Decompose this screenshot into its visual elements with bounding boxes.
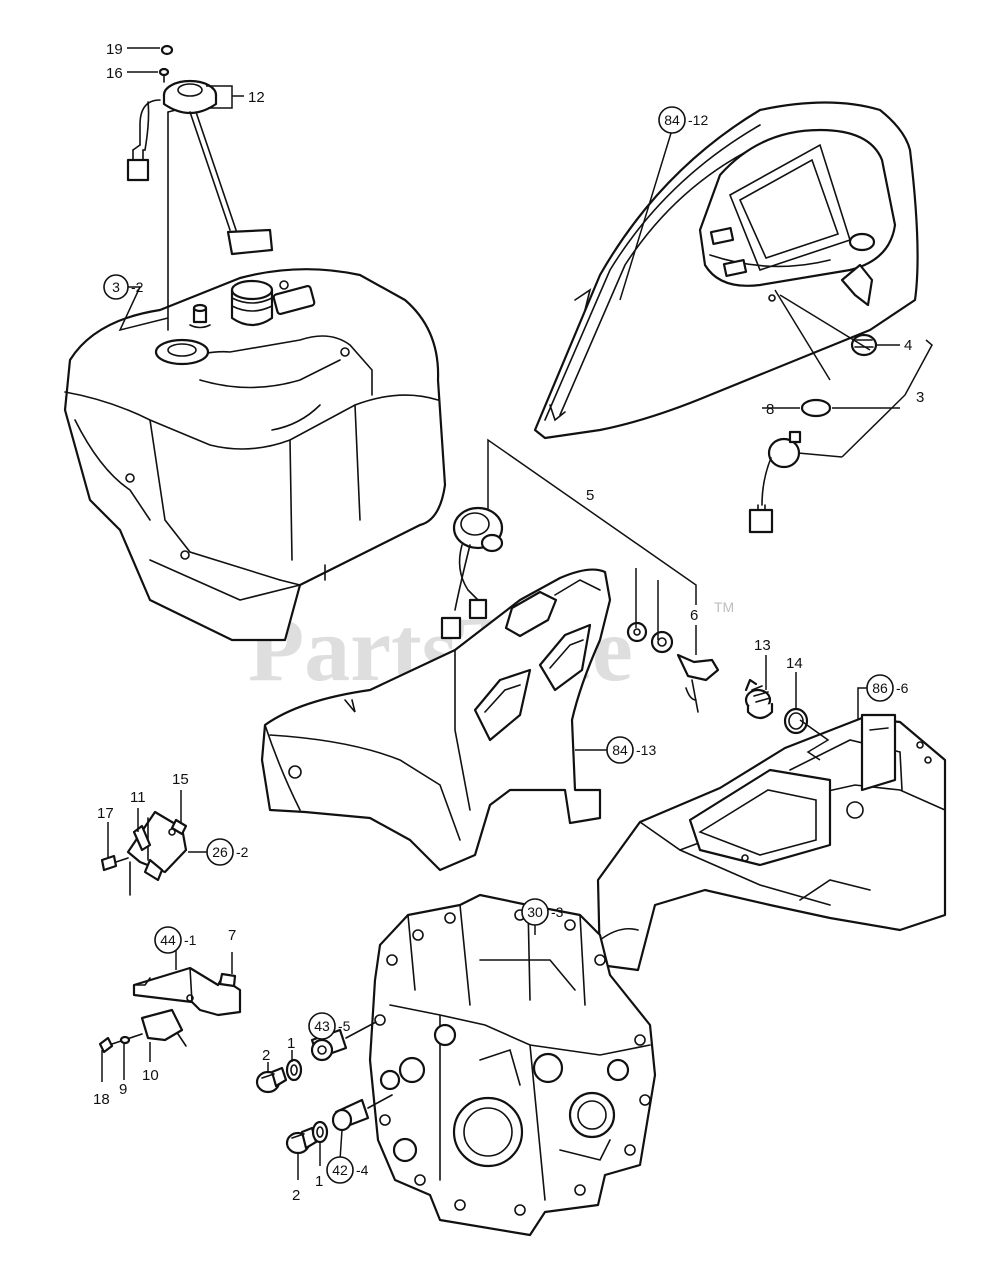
ref-86-6[interactable]: 86 -6 (866, 674, 909, 702)
step-frame[interactable] (596, 713, 947, 972)
pto-switch[interactable] (440, 506, 504, 640)
callout-2-lower: 2 (292, 1187, 300, 1204)
ref-42-4-sub: -4 (356, 1162, 369, 1178)
ref-44-1[interactable]: 44 -1 (154, 926, 197, 954)
callout-labels: 19 16 12 4 3 8 5 6 13 14 15 17 11 7 18 9… (93, 41, 924, 1204)
callout-18: 18 (93, 1091, 110, 1108)
callout-14: 14 (786, 655, 803, 672)
temperature-sensor[interactable] (331, 1094, 393, 1132)
transmission-case[interactable] (368, 893, 657, 1237)
ref-30-3-sub: -3 (551, 904, 564, 920)
washer-set[interactable] (626, 621, 674, 654)
o-ring[interactable] (783, 707, 809, 735)
callout-10: 10 (142, 1067, 159, 1084)
ref-26-2[interactable]: 26 -2 (206, 838, 249, 866)
ref-30-3-main: 30 (527, 904, 543, 920)
ref-84-13-sub: -13 (636, 742, 656, 758)
ref-84-12-sub: -12 (688, 112, 708, 128)
callout-3: 3 (916, 389, 924, 406)
ref-3-2[interactable]: 3 -2 (103, 274, 144, 300)
dash-panel[interactable] (533, 101, 919, 440)
callout-15: 15 (172, 771, 189, 788)
center-cover[interactable] (260, 568, 612, 872)
ref-3-2-sub: -2 (131, 279, 144, 295)
neutral-switch-lower[interactable] (285, 1126, 318, 1155)
indicator-switch[interactable] (748, 430, 802, 534)
callout-12: 12 (248, 89, 265, 106)
ref-43-5[interactable]: 43 -5 (308, 1012, 351, 1040)
neutral-switch-upper[interactable] (255, 1066, 288, 1094)
washer-lower[interactable] (311, 1120, 329, 1144)
ref-30-3[interactable]: 30 -3 (521, 898, 564, 926)
ref-43-5-sub: -5 (338, 1018, 351, 1034)
ref-3-2-main: 3 (112, 279, 120, 295)
ref-44-1-sub: -1 (184, 932, 197, 948)
knob[interactable] (850, 333, 878, 357)
callout-19: 19 (106, 41, 123, 58)
ref-84-13[interactable]: 84 -13 (606, 736, 656, 764)
ref-84-13-main: 84 (612, 742, 628, 758)
ref-86-6-main: 86 (872, 680, 888, 696)
ref-26-2-sub: -2 (236, 844, 249, 860)
callout-4: 4 (904, 337, 912, 354)
ignition-key[interactable] (676, 653, 720, 713)
washer[interactable] (800, 398, 832, 418)
callout-11: 11 (130, 789, 146, 806)
interlock-bracket[interactable] (98, 966, 242, 1054)
callout-13: 13 (754, 637, 771, 654)
callout-17: 17 (97, 805, 114, 822)
callout-1-upper: 1 (287, 1035, 295, 1052)
ref-42-4-main: 42 (332, 1162, 348, 1178)
callout-7: 7 (228, 927, 236, 944)
seat-switch-bracket[interactable] (100, 810, 188, 896)
ref-43-5-main: 43 (314, 1018, 330, 1034)
callout-16: 16 (106, 65, 123, 82)
ref-84-12[interactable]: 84 -12 (658, 106, 708, 134)
washer-upper[interactable] (285, 1058, 303, 1082)
callout-8: 8 (766, 401, 774, 418)
fuel-tank[interactable] (63, 268, 447, 642)
light-bushing[interactable] (744, 678, 774, 720)
ref-44-1-main: 44 (160, 932, 176, 948)
ref-26-2-main: 26 (212, 844, 228, 860)
callout-5: 5 (586, 487, 594, 504)
ref-42-4[interactable]: 42 -4 (326, 1156, 369, 1184)
callout-1-lower: 1 (315, 1173, 323, 1190)
callout-6: 6 (690, 607, 698, 624)
callout-2-upper: 2 (262, 1047, 270, 1064)
ref-86-6-sub: -6 (896, 680, 909, 696)
fuel-sender-unit[interactable] (126, 44, 274, 331)
ref-84-12-main: 84 (664, 112, 680, 128)
callout-9: 9 (119, 1081, 127, 1098)
watermark-tm: TM (714, 599, 734, 615)
